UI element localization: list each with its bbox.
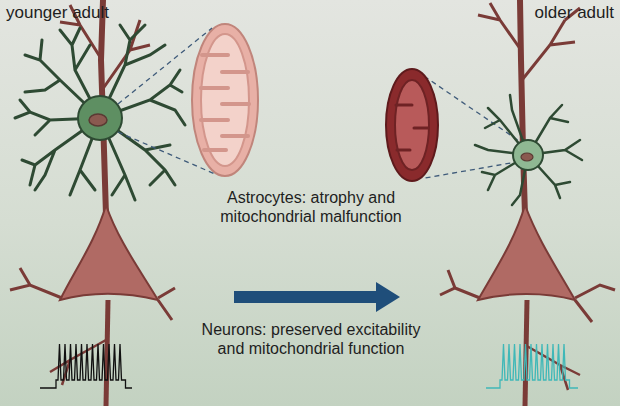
young-spike-train [40,344,132,388]
group-label: older adult [470,3,614,22]
young-astrocyte [15,25,185,200]
old-neuron [440,0,615,406]
aging-arrow [234,282,400,312]
damaged-mitochondrion [386,69,438,181]
healthy-mitochondrion [192,24,258,176]
zoom-lines [118,28,528,178]
astrocyte-note: Astrocytes: atrophy and mitochondrial ma… [195,188,427,226]
neuron-note: Neurons: preserved excitability and mito… [190,320,432,358]
old-astrocyte [475,95,582,205]
group-label: younger adult [6,3,166,22]
old-spike-train [486,344,578,388]
young-neuron [10,0,175,406]
